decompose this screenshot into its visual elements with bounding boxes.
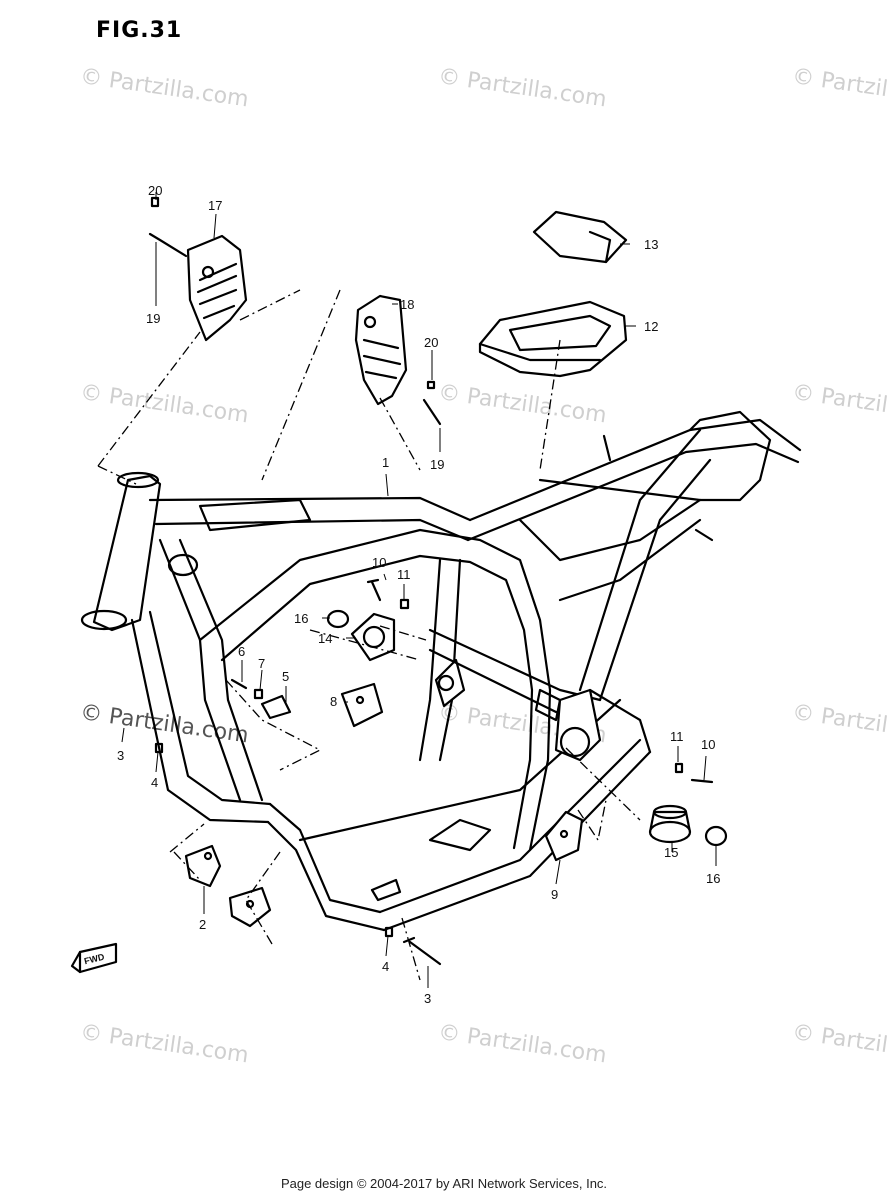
callout-12: 12 — [644, 319, 659, 334]
rear-subframe — [466, 410, 802, 702]
page-footer: Page design © 2004-2017 by ARI Network S… — [280, 1176, 608, 1191]
callout-9: 9 — [551, 887, 559, 902]
part-13-battery-cover — [532, 210, 628, 264]
part-16-grommet — [326, 609, 728, 847]
callout-11: 11 — [670, 729, 684, 744]
callout-5: 5 — [282, 669, 290, 684]
part-12-battery-tray — [478, 300, 628, 378]
callout-11: 11 — [397, 567, 411, 582]
bolts-and-nuts — [148, 196, 714, 966]
callout-4: 4 — [151, 775, 159, 790]
callout-10: 10 — [372, 555, 387, 570]
guide-lines — [97, 289, 641, 981]
callout-18: 18 — [400, 297, 415, 312]
callout-19: 19 — [146, 311, 161, 326]
callout-8: 8 — [330, 694, 338, 709]
part-15-damper — [648, 804, 692, 844]
callout-1: 1 — [382, 455, 390, 470]
down-tubes — [130, 538, 272, 824]
callout-4: 4 — [382, 959, 390, 974]
part-17-side-cover-left — [186, 234, 248, 342]
callout-19: 19 — [430, 457, 445, 472]
callout-17: 17 — [208, 198, 223, 213]
callout-10: 10 — [701, 737, 716, 752]
rear-plate — [554, 688, 652, 762]
callout-15: 15 — [664, 845, 679, 860]
frame-center-loop — [198, 528, 552, 852]
callout-20: 20 — [424, 335, 439, 350]
callout-2: 2 — [199, 917, 207, 932]
part-18-side-cover-right — [354, 294, 408, 406]
callout-6: 6 — [238, 644, 246, 659]
lower-cradle — [266, 698, 652, 932]
top-tube — [148, 496, 472, 577]
part-14-mount-plate — [350, 612, 396, 662]
callout-16: 16 — [294, 611, 309, 626]
fwd-arrow — [70, 942, 118, 974]
callout-20: 20 — [148, 183, 163, 198]
callout-13: 13 — [644, 237, 659, 252]
callout-3: 3 — [424, 991, 432, 1006]
callout-16: 16 — [706, 871, 721, 886]
head-tube — [80, 471, 162, 632]
callout-3: 3 — [117, 748, 125, 763]
figure-title: FIG.31 — [96, 18, 183, 43]
leader-lines — [121, 192, 717, 988]
callout-7: 7 — [258, 656, 266, 671]
callout-14: 14 — [318, 631, 333, 646]
